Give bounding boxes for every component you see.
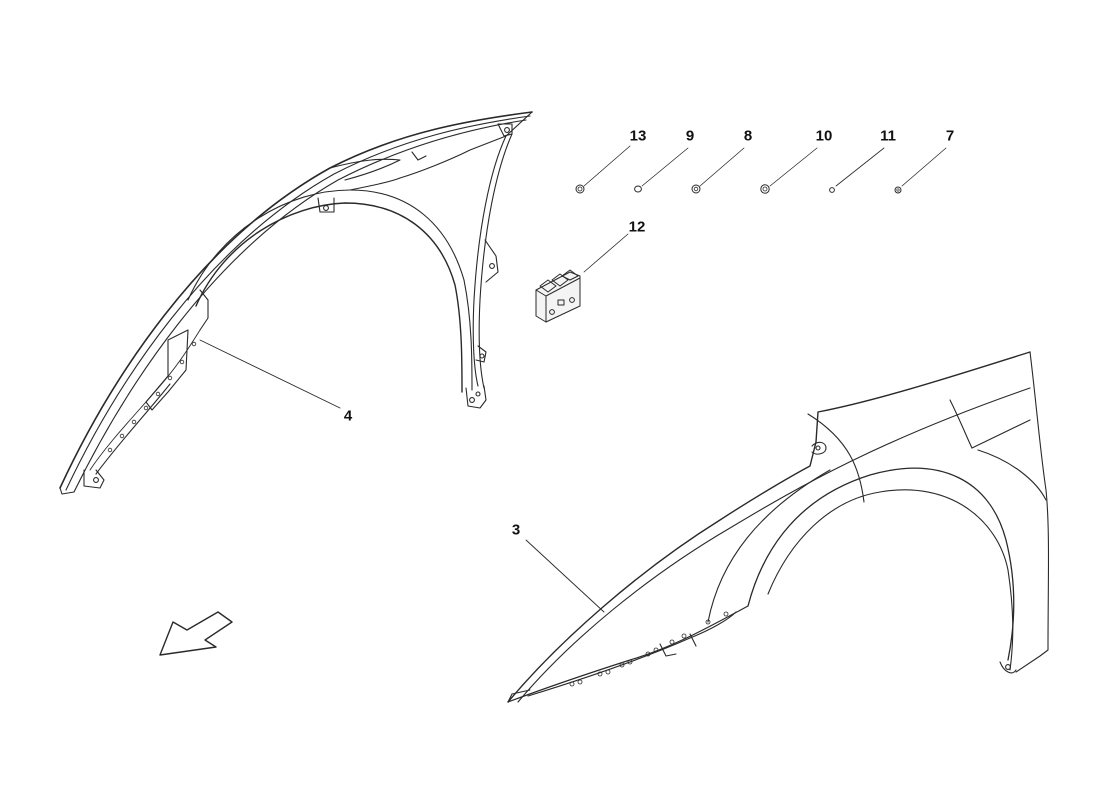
leader-line-4 [199,339,341,409]
fastener-7[interactable] [894,147,947,194]
bracket-12[interactable] [535,233,629,323]
fastener-13[interactable] [575,145,631,194]
fastener-9[interactable] [634,147,689,193]
callout-label-8: 8 [743,127,753,145]
leader-line-3 [525,539,605,613]
callout-label-9: 9 [685,127,695,145]
fastener-8[interactable] [691,147,745,194]
callout-label-11: 11 [880,127,896,145]
direction-arrow-icon [159,611,233,656]
callout-label-4: 4 [343,407,353,425]
callout-label-10: 10 [815,127,833,145]
right-front-fender[interactable] [507,351,1050,703]
fastener-10[interactable] [760,147,818,194]
callout-label-12: 12 [628,218,646,236]
fastener-11[interactable] [829,147,885,193]
callout-label-13: 13 [629,127,647,145]
callout-label-3: 3 [511,521,521,539]
callout-label-7: 7 [945,127,955,145]
left-front-fender[interactable] [59,111,533,495]
